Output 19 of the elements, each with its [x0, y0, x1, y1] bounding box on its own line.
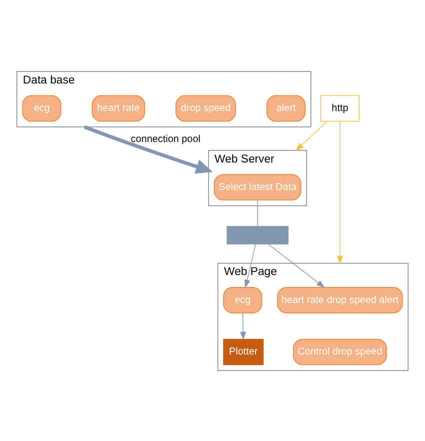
arrow: [268, 243, 325, 288]
node-box: heart rate drop speed alert: [277, 286, 403, 313]
node-box: Select latest Data: [214, 174, 302, 200]
node-box: Plotter: [223, 338, 264, 365]
connector: [257, 199, 258, 226]
node-box: [226, 225, 288, 244]
arrow: [244, 243, 256, 288]
edge-label: connection pool: [130, 133, 200, 144]
arrow: [84, 124, 213, 174]
node-box: ecg: [22, 94, 62, 122]
arrow: [295, 120, 328, 151]
node-box: alert: [266, 94, 306, 122]
arrow: [336, 120, 343, 264]
node-box: Control drop speed: [293, 338, 387, 365]
node-box: http: [320, 94, 360, 122]
arrow: [240, 312, 246, 340]
node-box: heart rate: [92, 94, 146, 122]
node-box: ecg: [223, 286, 262, 313]
node-box: drop speed: [176, 94, 236, 122]
